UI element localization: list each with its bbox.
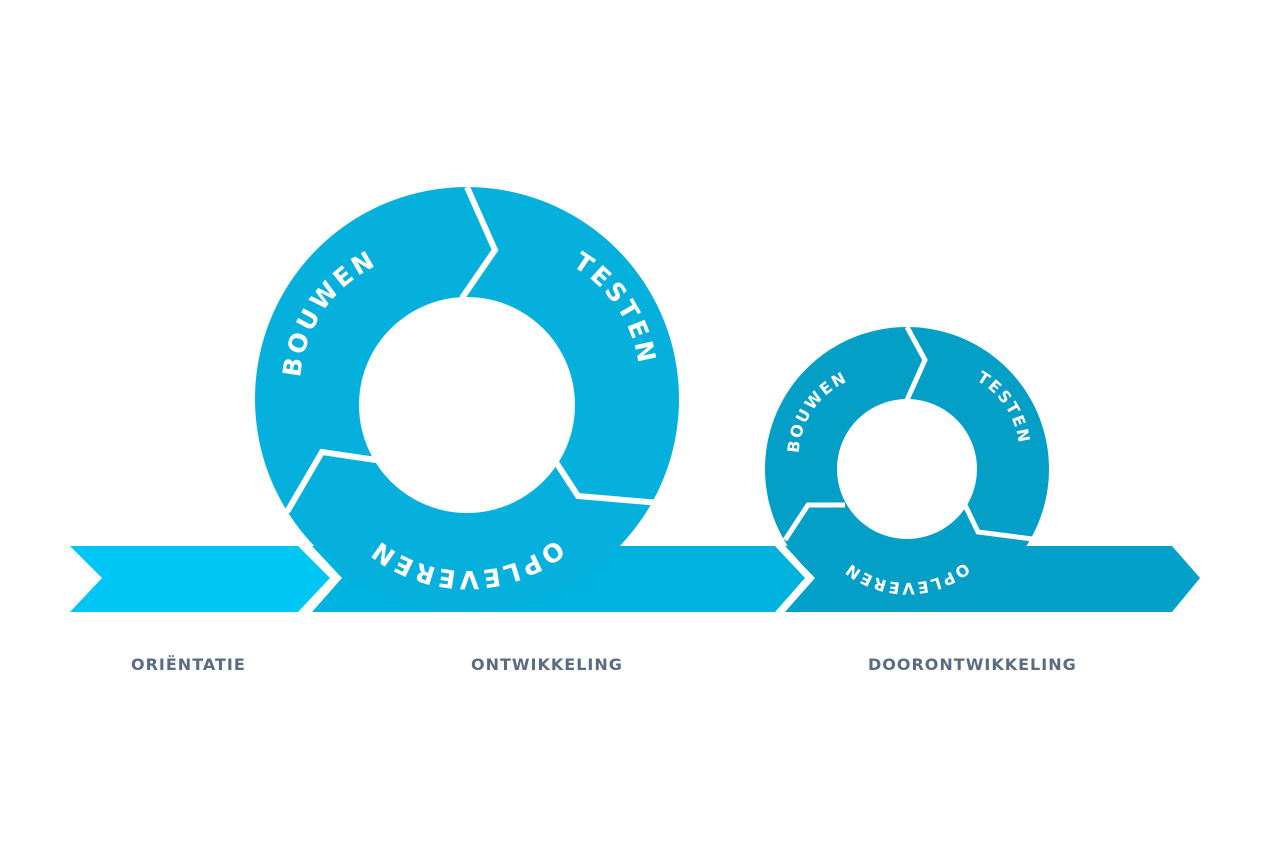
phase-label-orientatie: ORIËNTATIE xyxy=(131,655,246,674)
ring-large-base xyxy=(255,187,680,612)
ring-large-dividers xyxy=(284,185,661,514)
cycle-ring-small: BOUWEN TESTEN OPLEVEREN xyxy=(765,325,1050,611)
ring-small-dividers xyxy=(782,325,1041,543)
phase-label-doorontwikkeling: DOORONTWIKKELING xyxy=(868,655,1077,674)
ring-small-base xyxy=(765,327,1050,611)
arrow-segment-orientatie xyxy=(70,546,330,612)
phase-label-ontwikkeling: ONTWIKKELING xyxy=(471,655,623,674)
cycle-ring-large: BOUWEN TESTEN OPLEVEREN xyxy=(255,185,680,612)
